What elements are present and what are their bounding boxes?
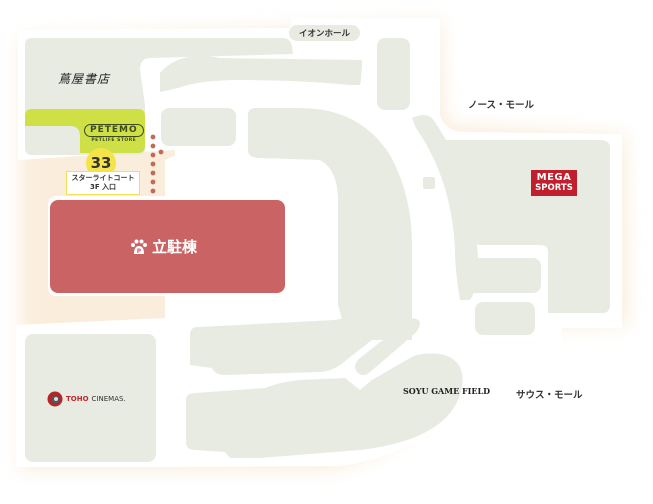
petemo-logo: PETEMO: [84, 124, 144, 137]
parking-name: 立駐棟: [152, 238, 198, 256]
svg-text:P: P: [137, 248, 142, 255]
mega-line1: MEGA: [536, 172, 572, 183]
toho-brand: TOHO: [66, 395, 89, 403]
area-label-south-mall: サウス・モール: [508, 384, 591, 404]
store-label-petemo[interactable]: PETEMO PETLIFE STORE: [84, 117, 144, 143]
area-label-aeon-hall: イオンホール: [289, 25, 361, 41]
petemo-tagline: PETLIFE STORE: [91, 138, 137, 143]
parking-building: [50, 200, 285, 293]
entrance-label[interactable]: スターライトコート 3F 入口: [66, 171, 140, 195]
toho-suffix: CINEMAS.: [91, 395, 126, 403]
area-label-north-mall: ノース・モール: [460, 94, 543, 114]
store-label-mega-sports[interactable]: MEGA SPORTS: [531, 170, 577, 196]
mega-line2: SPORTS: [535, 183, 573, 193]
entrance-line2: 3F 入口: [89, 183, 117, 191]
store-label-soyu-game-field[interactable]: SOYU GAME FIELD: [403, 386, 491, 396]
store-label-tsutaya[interactable]: 蔦屋書店: [58, 72, 111, 86]
entrance-line1: スターライトコート: [71, 174, 135, 182]
paw-parking-icon: P: [131, 239, 147, 255]
toho-logo-icon: [47, 391, 63, 407]
store-label-toho-cinemas[interactable]: TOHO CINEMAS.: [47, 391, 126, 407]
paw-trail: [150, 134, 164, 194]
parking-label[interactable]: P 立駐棟: [130, 236, 197, 257]
